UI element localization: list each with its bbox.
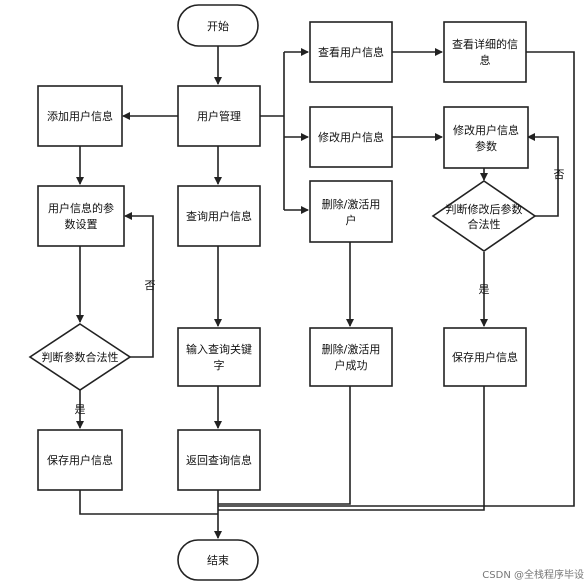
edge-label-yes-right: 是 [479, 283, 490, 296]
edge-detail-to-end [218, 51, 575, 507]
node-add-user[interactable]: 添加用户信息 [37, 85, 123, 147]
node-delete-success-label-1: 删除/激活用 [322, 342, 381, 356]
edge-success-to-end [218, 386, 351, 505]
node-judge-params-label: 判断参数合法性 [42, 350, 119, 364]
node-param-setting-label-2: 数设置 [65, 218, 98, 231]
node-start[interactable]: 开始 [177, 4, 259, 47]
node-delete-success[interactable]: 删除/激活用 户成功 [309, 327, 393, 387]
node-delete-activate[interactable]: 删除/激活用 户 [309, 180, 393, 243]
node-user-mgmt-label: 用户管理 [197, 109, 241, 123]
node-judge-modified-label-1: 判断修改后参数 [446, 202, 523, 216]
node-modify-params-label-2: 参数 [475, 139, 497, 153]
node-view-detail-label-2: 息 [480, 53, 491, 67]
node-end[interactable]: 结束 [177, 539, 259, 581]
node-modify-params-label-1: 修改用户信息 [453, 123, 519, 137]
node-query-user-label: 查询用户信息 [186, 209, 252, 223]
node-modify-user-label: 修改用户信息 [318, 130, 384, 144]
node-param-setting[interactable]: 用户信息的参 数设置 [37, 185, 125, 247]
node-save-right[interactable]: 保存用户信息 [443, 327, 527, 387]
node-add-user-label: 添加用户信息 [47, 109, 113, 123]
node-start-label: 开始 [207, 19, 229, 33]
watermark-text: CSDN @全栈程序毕设 [482, 568, 584, 581]
node-query-user[interactable]: 查询用户信息 [177, 185, 261, 247]
edge-label-no-right: 否 [554, 168, 565, 181]
edge-judge-modified-no-loop [527, 133, 559, 217]
connectors [76, 46, 575, 539]
node-delete-activate-label-1: 删除/激活用 [322, 197, 381, 211]
node-save-left-label: 保存用户信息 [47, 453, 113, 467]
node-save-right-label: 保存用户信息 [452, 350, 518, 364]
node-save-left[interactable]: 保存用户信息 [37, 429, 123, 491]
node-delete-success-label-2: 户成功 [335, 358, 368, 372]
node-return-query[interactable]: 返回查询信息 [177, 429, 261, 491]
node-user-mgmt[interactable]: 用户管理 [177, 85, 261, 147]
edge-save-left-to-end [79, 490, 218, 515]
node-return-query-label: 返回查询信息 [186, 453, 252, 467]
node-param-setting-label-1: 用户信息的参 [48, 201, 114, 215]
node-delete-activate-label-2: 户 [346, 213, 357, 227]
node-view-detail-label-1: 查看详细的信 [452, 37, 518, 51]
edge-judge-no-loop [124, 212, 154, 358]
node-modify-params[interactable]: 修改用户信息 参数 [443, 106, 529, 169]
node-input-keyword-label-1: 输入查询关键 [186, 342, 252, 356]
node-judge-params[interactable]: 判断参数合法性 [28, 323, 132, 391]
edge-label-no-left: 否 [145, 279, 156, 292]
node-input-keyword-label-2: 字 [214, 358, 225, 372]
node-judge-modified[interactable]: 判断修改后参数 合法性 [431, 180, 537, 252]
node-view-detail[interactable]: 查看详细的信 息 [443, 21, 527, 83]
edge-save-right-to-end [218, 386, 485, 511]
node-input-keyword[interactable]: 输入查询关键 字 [177, 327, 261, 387]
node-view-user[interactable]: 查看用户信息 [309, 21, 393, 83]
node-view-user-label: 查看用户信息 [318, 45, 384, 59]
node-modify-user[interactable]: 修改用户信息 [309, 106, 393, 168]
edge-label-yes-left: 是 [75, 403, 86, 416]
node-end-label: 结束 [207, 554, 229, 567]
node-judge-modified-label-2: 合法性 [468, 217, 501, 231]
